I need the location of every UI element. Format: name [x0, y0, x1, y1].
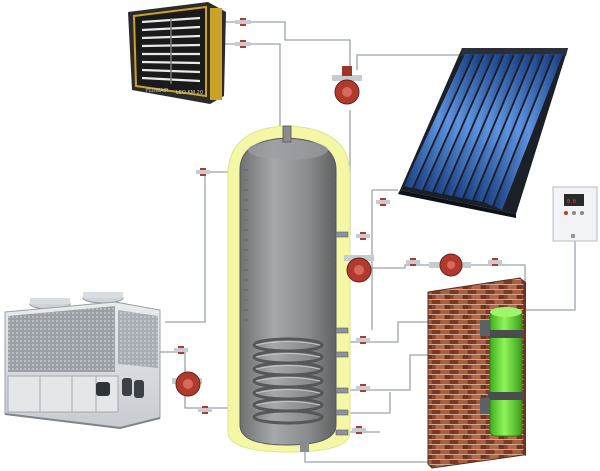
controller-display: [564, 194, 584, 206]
tank-sensor-marks: [244, 169, 332, 321]
tank-top-outlet: [282, 125, 292, 143]
pipe-collector-return: [371, 189, 398, 330]
pipe-boiler-mid: [350, 321, 430, 343]
controller-button: [580, 211, 584, 215]
heat-exchanger-coil: [252, 337, 324, 425]
chiller-compressors: [96, 378, 144, 398]
valve: [356, 336, 370, 344]
electric-boiler: [480, 307, 524, 437]
tank-body: [239, 137, 337, 446]
pipe-boiler-right: [525, 240, 576, 311]
controller-button: [564, 211, 568, 215]
tank-nozzles: [335, 231, 349, 436]
heater-model-text: LEO KM 20: [176, 90, 203, 96]
buffer-tank: [227, 125, 351, 453]
pipe-tank-return: [304, 448, 470, 463]
circulation-pump-chiller: [172, 371, 202, 397]
pipe-boiler-low: [350, 354, 430, 391]
air-cooled-chiller: [4, 292, 161, 430]
circulation-pump-middle: [344, 255, 374, 283]
circulation-pump-top: [332, 66, 362, 105]
valve: [174, 346, 188, 354]
pipe-chiller-left: [165, 171, 240, 323]
collector-tubes: [404, 54, 563, 210]
valve: [376, 198, 390, 206]
circulation-pump-boiler: [429, 253, 471, 277]
pipe-heater-return: [222, 43, 281, 128]
heater-valve-bottom: [235, 40, 251, 48]
tank-bottom-outlet: [300, 440, 309, 452]
pipe-heater-supply: [222, 21, 351, 70]
valve: [196, 168, 210, 176]
heater-valve-top: [235, 18, 251, 26]
valve: [352, 426, 366, 434]
controller-display-text: 0.0: [567, 199, 576, 205]
controller-button: [572, 211, 576, 215]
valve: [488, 258, 502, 266]
fan-heater-unit: FLOWAIR LEO KM 20: [128, 2, 226, 104]
valve: [406, 258, 420, 266]
solar-collector: [398, 48, 568, 218]
valve: [356, 232, 370, 240]
valves: [174, 168, 502, 434]
pipe-collector-top: [356, 50, 471, 70]
heater-brand-text: FLOWAIR: [146, 88, 169, 94]
temperature-controller: 0.0: [552, 186, 598, 242]
pipe-coil-return: [345, 392, 391, 414]
valve: [356, 384, 370, 392]
valve: [198, 406, 212, 414]
coil-highlights: [255, 341, 321, 406]
